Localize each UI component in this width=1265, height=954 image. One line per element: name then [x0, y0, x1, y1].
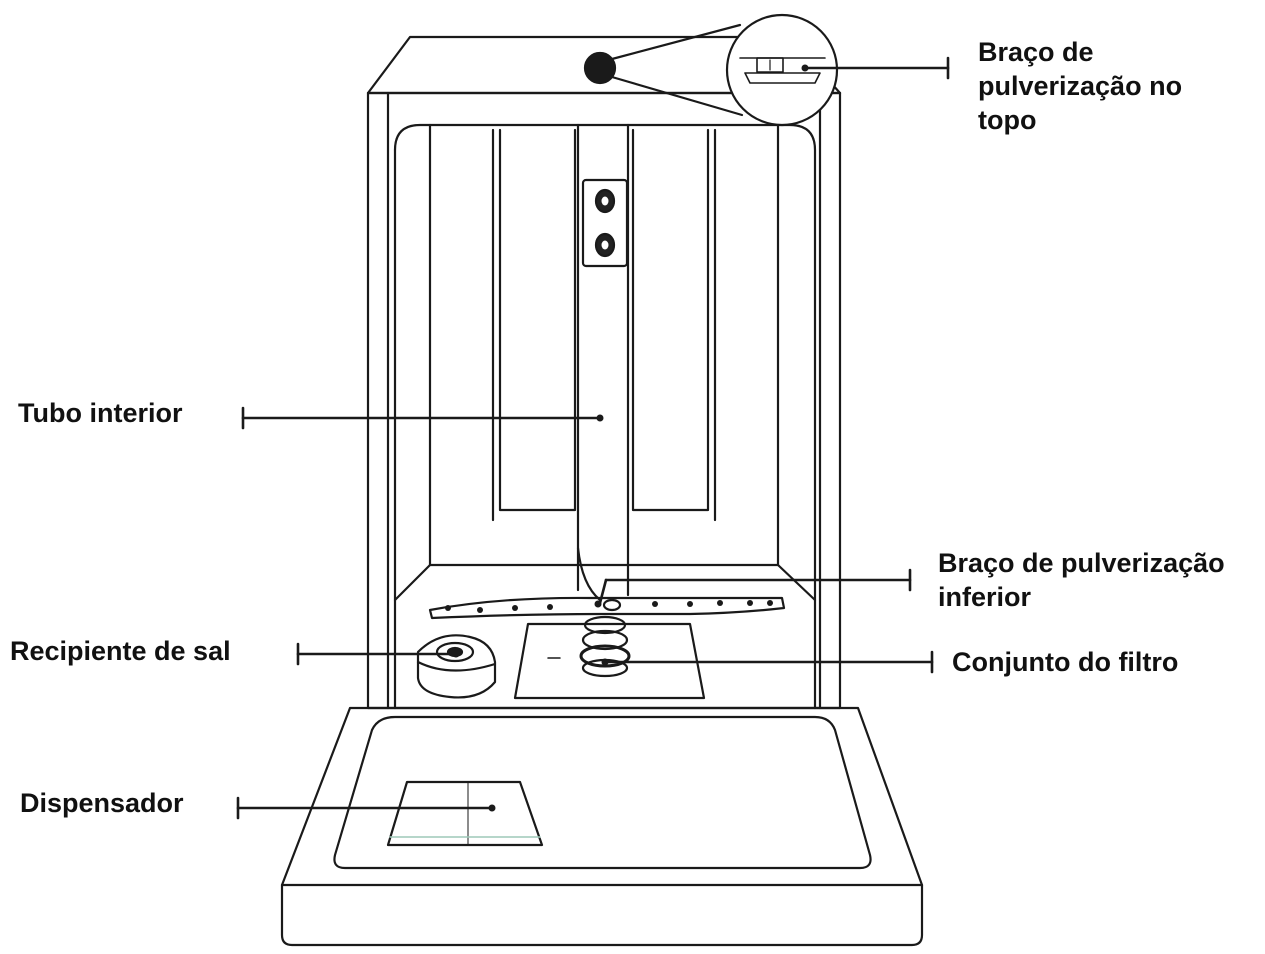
leader-dispenser: [236, 796, 496, 820]
top-spray-arm-magnifier: [583, 13, 839, 127]
leader-lines: [236, 56, 950, 820]
leader-inner-tube: [241, 406, 604, 430]
salt-container-cap: [416, 634, 497, 699]
leader-salt-container: [296, 642, 460, 666]
leader-top-spray-arm: [801, 56, 950, 80]
label-dispenser: Dispensador: [20, 788, 184, 818]
detergent-dispenser: [386, 780, 544, 847]
label-lower-spray-arm: Braço de pulverização inferior: [938, 548, 1225, 612]
label-filter-assembly: Conjunto do filtro: [952, 647, 1179, 677]
label-salt-container: Recipiente de sal: [10, 636, 231, 666]
filter-assembly: [513, 615, 706, 700]
rack-rails: [491, 128, 717, 522]
dishwasher-door: [280, 706, 924, 947]
label-inner-tube: Tubo interior: [18, 398, 183, 428]
label-top-spray-arm: Braço de pulverização no topo: [978, 37, 1183, 135]
inner-tube: [576, 123, 630, 602]
leader-lower-spray-arm: [594, 568, 912, 608]
lower-spray-arm: [428, 596, 786, 620]
leader-filter-assembly: [601, 650, 934, 674]
dishwasher-cabinet: [366, 91, 842, 710]
